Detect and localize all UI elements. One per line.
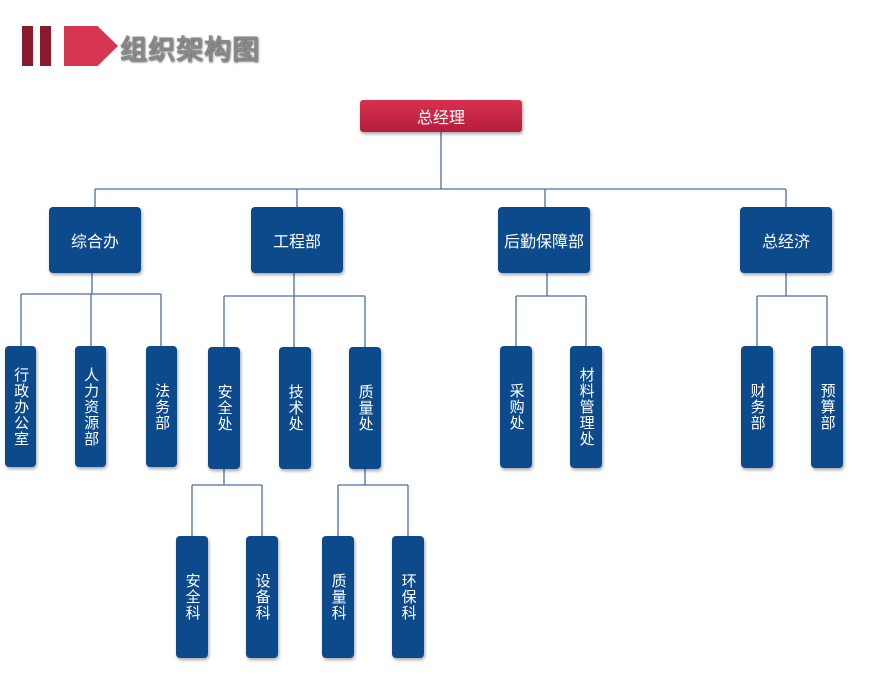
node-procurement: 采购处	[500, 346, 532, 468]
node-admin-office: 行政办公室	[5, 346, 36, 467]
node-materials: 材料管理处	[570, 346, 602, 468]
node-general-office: 综合办	[49, 207, 141, 273]
node-hr: 人力资源部	[75, 346, 106, 467]
node-engineering: 工程部	[251, 207, 343, 273]
node-logistics: 后勤保障部	[498, 207, 590, 273]
page-title: 组织架构图	[120, 35, 260, 66]
node-environment-section: 环保科	[392, 536, 424, 658]
header-bar-left	[22, 26, 33, 66]
node-legal: 法务部	[146, 346, 177, 467]
node-equipment-section: 设备科	[246, 536, 278, 658]
node-tech-division: 技术处	[279, 347, 311, 469]
node-budget: 预算部	[811, 346, 843, 468]
node-quality-section: 质量科	[322, 536, 354, 658]
node-finance: 财务部	[741, 346, 773, 468]
header-bar-middle	[40, 26, 51, 66]
node-chief-economist: 总经济	[740, 207, 832, 273]
node-safety-division: 安全处	[208, 347, 240, 469]
node-general-manager: 总经理	[360, 100, 522, 132]
node-safety-section: 安全科	[176, 536, 208, 658]
node-quality-division: 质量处	[349, 347, 381, 469]
